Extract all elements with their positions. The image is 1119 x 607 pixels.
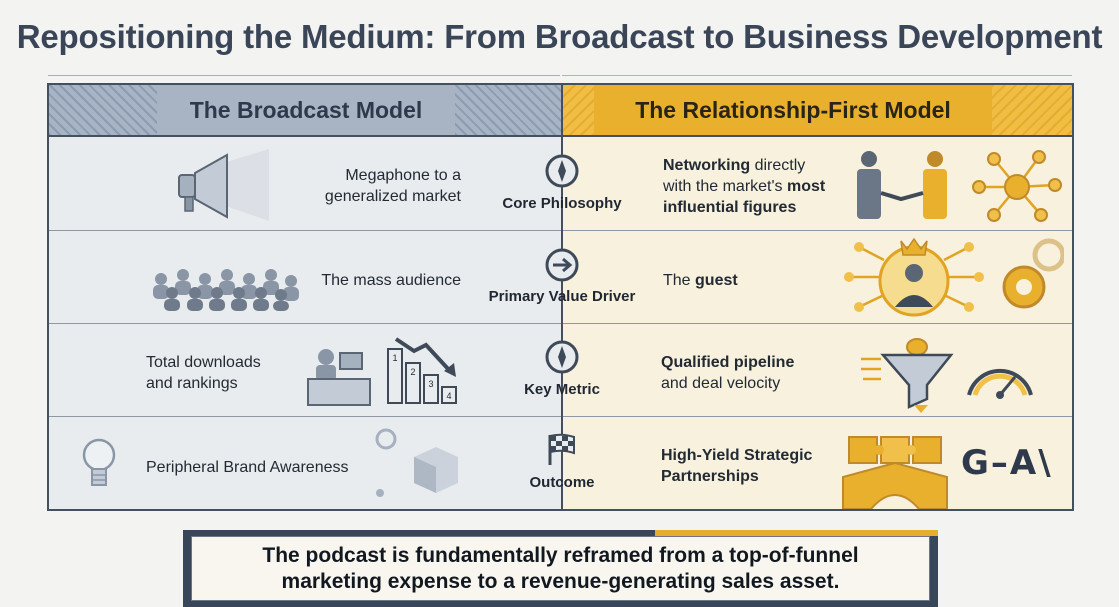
crowd-icon xyxy=(153,269,299,311)
declining-bar-chart-icon: 1 2 3 4 xyxy=(387,337,457,404)
banner-accent xyxy=(655,530,938,536)
row-divider xyxy=(49,323,1072,324)
arrow-circle-icon xyxy=(545,248,579,282)
dimension-line-left xyxy=(48,75,560,76)
row2-left-text: The mass audience xyxy=(321,272,461,289)
desk-worker-icon xyxy=(307,349,371,406)
puzzle-bridge-icon xyxy=(842,436,948,509)
row-divider xyxy=(49,416,1072,417)
megaphone-icon xyxy=(178,149,269,221)
row1-right-text: Networking directly with the market's mo… xyxy=(663,157,826,216)
checkered-flag-icon xyxy=(548,433,575,465)
row2-label: Primary Value Driver xyxy=(488,288,636,305)
row4-left-text: Peripheral Brand Awareness xyxy=(146,459,349,476)
left-header: The Broadcast Model xyxy=(49,85,562,137)
center-divider xyxy=(561,85,563,509)
right-header-label: The Relationship-First Model xyxy=(594,85,992,135)
chart-tick-1: 1 xyxy=(392,353,397,363)
chart-tick-2: 2 xyxy=(410,367,415,377)
partner-logo: G–A\ xyxy=(961,443,1053,483)
chart-tick-3: 3 xyxy=(428,379,433,389)
right-header: The Relationship-First Model xyxy=(562,85,1072,137)
chart-tick-4: 4 xyxy=(446,391,451,401)
row3-label: Key Metric xyxy=(524,381,600,398)
crowned-guest-gears-icon xyxy=(844,237,1064,317)
lightbulb-icon xyxy=(82,438,116,486)
row1-label: Core Philosophy xyxy=(502,195,622,212)
compass-icon xyxy=(545,340,579,374)
summary-banner: The podcast is fundamentally reframed fr… xyxy=(183,530,938,607)
row2-right-text: The guest xyxy=(663,272,738,289)
left-panel xyxy=(49,85,562,509)
row-divider xyxy=(49,230,1072,231)
page-title: Repositioning the Medium: From Broadcast… xyxy=(16,18,1103,55)
row4-label: Outcome xyxy=(529,474,595,491)
summary-text: The podcast is fundamentally reframed fr… xyxy=(191,536,930,601)
right-panel xyxy=(562,85,1072,509)
funnel-gauge-icon xyxy=(861,338,1033,413)
comparison-frame: The Broadcast Model The Relationship-Fir… xyxy=(47,83,1074,511)
left-header-label: The Broadcast Model xyxy=(157,85,455,135)
handshake-network-icon xyxy=(857,150,1062,222)
compass-icon xyxy=(545,154,579,188)
dimension-line-right xyxy=(562,75,1072,76)
gear-cube-icon xyxy=(375,428,458,497)
